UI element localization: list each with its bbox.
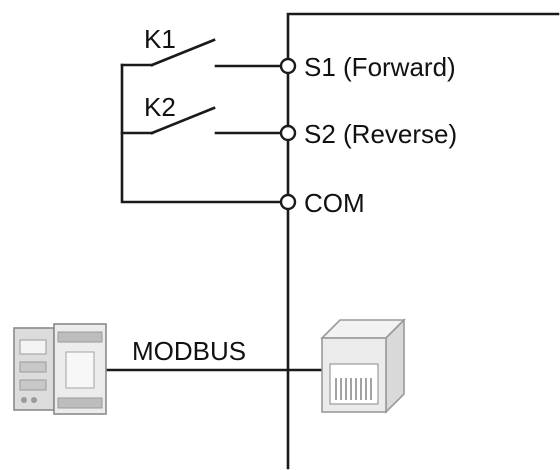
switch-k1-label: K1 xyxy=(144,24,176,54)
terminal-s1 xyxy=(279,57,297,75)
controller-enclosure xyxy=(286,12,560,470)
terminal-s1-label: S1 (Forward) xyxy=(304,52,456,82)
terminal-s2 xyxy=(279,124,297,142)
terminal-s2-label: S2 (Reverse) xyxy=(304,119,457,149)
switch-k2-label: K2 xyxy=(144,92,176,122)
k1-switch-blade xyxy=(150,38,216,67)
modbus-label: MODBUS xyxy=(132,336,246,366)
plc-device-icon xyxy=(13,323,107,415)
terminal-com-label: COM xyxy=(304,188,365,218)
terminal-com xyxy=(279,193,297,211)
rj45-port-icon xyxy=(320,318,406,414)
k2-switch-blade xyxy=(150,106,216,135)
switch-common-wire xyxy=(120,63,290,204)
